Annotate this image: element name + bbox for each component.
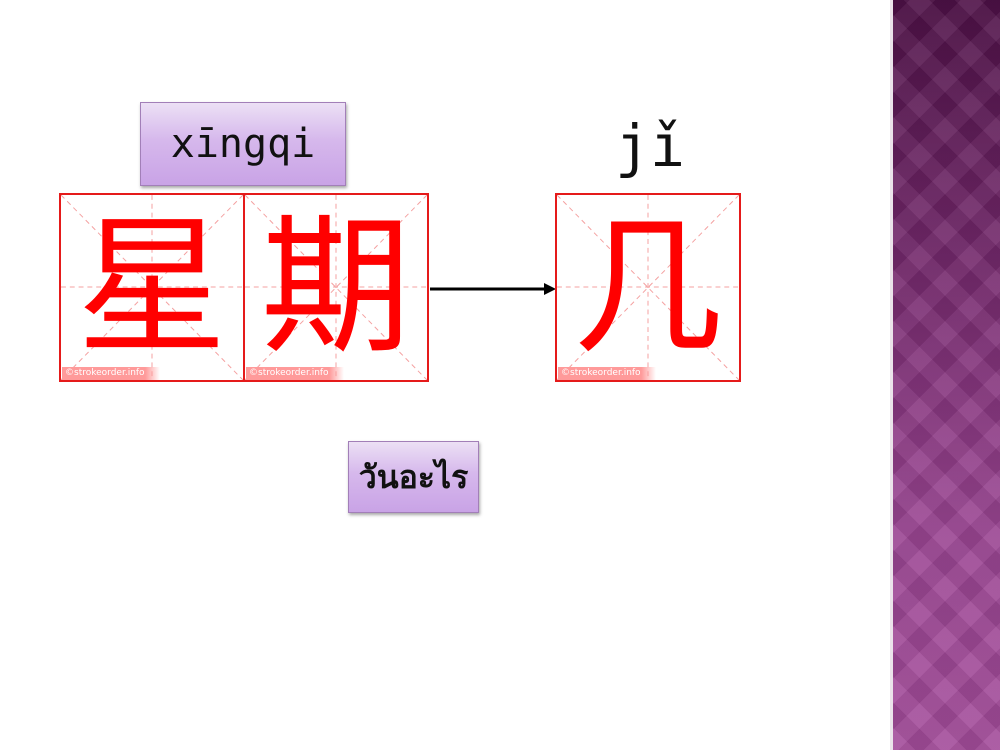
hanzi-xing: 星 bbox=[76, 200, 227, 375]
pinyin-label-xingqi: xīngqi bbox=[140, 102, 346, 186]
thai-meaning-text: วันอะไร bbox=[358, 457, 469, 496]
hanzi-ji: 几 bbox=[572, 200, 723, 375]
pinyin-label-ji: jǐ bbox=[615, 112, 685, 180]
watermark: ©strokeorder.info bbox=[558, 367, 656, 380]
tian-grid-guides bbox=[61, 195, 243, 380]
thai-meaning-label: วันอะไร bbox=[348, 441, 479, 513]
tian-grid-guides bbox=[245, 195, 427, 380]
watermark: ©strokeorder.info bbox=[246, 367, 344, 380]
watermark: ©strokeorder.info bbox=[62, 367, 160, 380]
pinyin-text-xingqi: xīngqi bbox=[170, 121, 316, 167]
decorative-side-band bbox=[890, 0, 1000, 750]
character-cell-qi: 期 ©strokeorder.info bbox=[243, 193, 429, 382]
character-cell-xing: 星 ©strokeorder.info bbox=[59, 193, 245, 382]
side-band-edge bbox=[890, 0, 893, 750]
hanzi-qi: 期 bbox=[260, 200, 411, 375]
tian-grid-guides bbox=[557, 195, 739, 380]
arrow-icon bbox=[430, 283, 556, 295]
character-cell-ji: 几 ©strokeorder.info bbox=[555, 193, 741, 382]
